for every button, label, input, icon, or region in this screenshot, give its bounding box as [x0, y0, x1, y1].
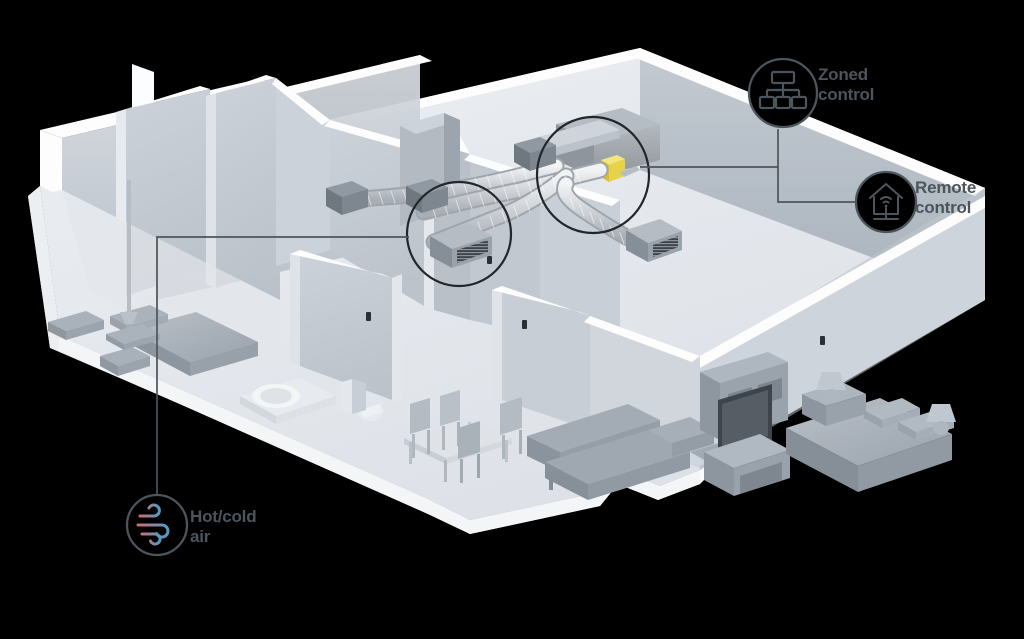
connector-lines	[156, 129, 855, 494]
diffuser-grille-left	[430, 224, 492, 268]
diffuser-grille-right	[626, 219, 682, 262]
diffuser-mid-top	[406, 179, 448, 213]
furniture-bathroom	[240, 378, 384, 424]
connector-controls-to-remote	[777, 167, 855, 203]
highlight-circles	[405, 115, 651, 288]
furniture-sofa	[527, 404, 740, 500]
air-handler-highlight	[535, 115, 651, 235]
wall-switches	[366, 256, 825, 345]
callout-remote-control[interactable]	[854, 170, 918, 234]
hvac-diffusers	[326, 137, 682, 268]
remote-control-label: Remote control	[915, 178, 977, 217]
furniture-media	[700, 352, 790, 496]
furniture-bedroom-3	[48, 180, 160, 350]
diffuser-left	[326, 181, 368, 215]
furniture-master-bedroom	[786, 372, 956, 492]
wind-icon	[136, 503, 170, 546]
diffuser-upper-right	[514, 137, 556, 171]
zoned-control-label: Zoned control	[818, 65, 875, 104]
furniture-dining	[404, 390, 522, 483]
callout-hot-cold-air[interactable]	[125, 493, 189, 557]
house-wifi-icon	[869, 183, 903, 220]
hot-cold-air-label: Hot/cold air	[190, 507, 257, 546]
hierarchy-icon	[758, 70, 808, 110]
duct-vent-highlight	[405, 180, 513, 288]
callout-zoned-control[interactable]	[747, 57, 819, 129]
connector-vent-to-hotcold	[156, 236, 409, 494]
